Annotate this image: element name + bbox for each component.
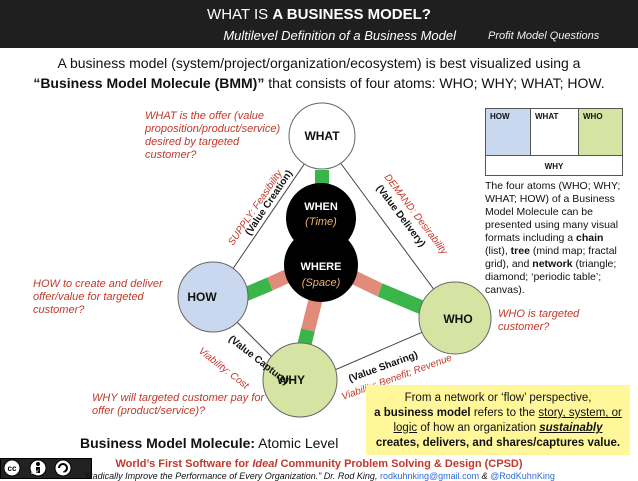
creative-commons-badge: cc BY SA xyxy=(0,458,92,479)
header-bar xyxy=(0,0,638,48)
atom-why-label: WHY xyxy=(277,373,305,387)
bmm-label-rest: Atomic Level xyxy=(255,435,339,451)
question-who: WHO is targeted customer? xyxy=(498,308,580,333)
desc-part-3: (mind map; fractal grid), and xyxy=(485,245,617,270)
footer-line1-b: Community Problem Solving & Design (CPSD… xyxy=(277,458,523,470)
title-bold: A BUSINESS MODEL? xyxy=(272,6,431,23)
atom-where xyxy=(284,228,358,302)
intro-line-2: “Business Model Molecule (BMM)” that con… xyxy=(0,75,638,91)
network-text-4: story, system, or logic xyxy=(393,407,622,434)
question-why: WHY will targeted customer pay for offer… xyxy=(92,392,265,417)
atom-what xyxy=(288,102,356,170)
cc-icon xyxy=(3,459,21,477)
grid-cell-who: WHO xyxy=(579,109,622,155)
desc-part-1: The four atoms (WHO; WHY; WHAT; HOW) of … xyxy=(485,180,621,244)
atom-when-label: WHEN xyxy=(304,201,338,213)
footer-quote-line: “Radically Improve the Performance of Ev… xyxy=(0,471,638,481)
bond-what-who xyxy=(321,137,456,319)
grid-how-label: HOW xyxy=(490,112,510,121)
profit-model-questions-link[interactable]: Profit Model Questions xyxy=(488,30,600,42)
grid-cell-what: WHAT xyxy=(531,109,579,155)
grid-who-label: WHO xyxy=(583,112,603,121)
desc-chain: chain xyxy=(576,232,604,244)
desc-part-2: (list), xyxy=(485,245,511,257)
bmm-grid: HOW WHAT WHO WHY xyxy=(485,108,623,176)
bmm-atomic-level-label: Business Model Molecule: Atomic Level xyxy=(80,435,338,451)
share-alike-icon xyxy=(54,459,72,477)
atom-where-label: WHERE xyxy=(301,261,342,273)
network-text-1: From a network or ‘flow’ perspective, xyxy=(404,392,592,404)
footer-quote: “Radically Improve the Performance of Ev… xyxy=(83,471,380,481)
footer-ideal: Ideal xyxy=(252,458,278,470)
network-text-6: sustainably xyxy=(539,422,603,434)
footer-email-link[interactable]: rodkuhnking@gmail.com xyxy=(379,471,480,481)
network-text-2: a business model xyxy=(374,407,471,419)
network-text-7: creates, delivers, and shares/captures v… xyxy=(375,437,621,449)
svg-text:cc: cc xyxy=(8,464,17,473)
atom-how-label: HOW xyxy=(187,290,217,304)
atoms-description: The four atoms (WHO; WHY; WHAT; HOW) of … xyxy=(485,180,625,297)
desc-part-4: (triangle; diamond; ‘periodic table’; ca… xyxy=(485,258,617,296)
desc-network: network xyxy=(532,258,573,270)
footer-amp: & xyxy=(479,471,491,481)
network-text-5: of how an organization xyxy=(417,422,540,434)
footer-software-line: World’s First Software for Ideal Communi… xyxy=(0,458,638,470)
bmm-label-bold: Business Model Molecule: xyxy=(80,435,256,451)
grid-cell-how: HOW xyxy=(486,109,531,155)
license-sa-label: SA xyxy=(57,470,66,476)
atom-what-label: WHAT xyxy=(304,129,340,143)
atom-where-sub: (Space) xyxy=(302,277,341,289)
footer-line1-a: World’s First Software for xyxy=(115,458,253,470)
grid-why-label: WHY xyxy=(544,162,564,171)
bmm-term: “Business Model Molecule (BMM)” xyxy=(33,75,265,91)
footer-twitter-link[interactable]: @RodKuhnKing xyxy=(490,471,555,481)
atom-why xyxy=(262,342,338,418)
grid-what-label: WHAT xyxy=(535,112,559,121)
grid-cell-why: WHY xyxy=(486,155,622,176)
intro-line-1: A business model (system/project/organiz… xyxy=(57,55,581,71)
page-subtitle: Multilevel Definition of a Business Mode… xyxy=(223,28,456,43)
title-prefix: WHAT IS xyxy=(207,6,273,23)
question-how: HOW to create and deliver offer/value fo… xyxy=(33,278,163,316)
desc-tree: tree xyxy=(510,245,530,257)
network-perspective-box: From a network or ‘flow’ perspective, a … xyxy=(366,385,630,455)
network-text-3: refers to the xyxy=(470,407,539,419)
atom-how xyxy=(177,261,249,333)
atom-when-sub: (Time) xyxy=(305,216,337,228)
intro-line-2-rest: that consists of four atoms: WHO; WHY; W… xyxy=(264,75,605,91)
atom-who xyxy=(418,281,492,355)
license-by-label: BY xyxy=(31,470,40,476)
question-what: WHAT is the offer (value proposition/pro… xyxy=(145,110,281,161)
atom-who-label: WHO xyxy=(443,312,472,326)
page-title: WHAT IS A BUSINESS MODEL? xyxy=(150,6,488,23)
